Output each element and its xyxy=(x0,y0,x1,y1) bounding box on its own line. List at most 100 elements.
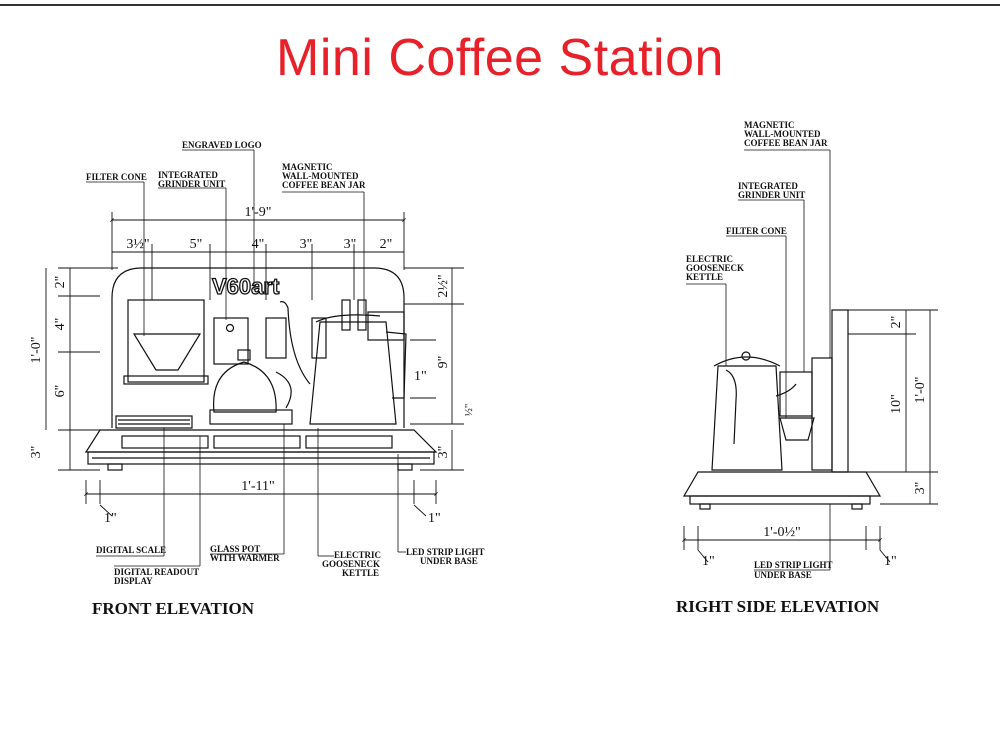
gooseneck-kettle xyxy=(309,321,397,425)
front-label-grinder-2: GRINDER UNIT xyxy=(158,179,225,189)
dim-seg-5: 3" xyxy=(344,237,357,252)
side-kettle-body xyxy=(711,365,783,471)
side-label-kettle-3: KETTLE xyxy=(686,272,723,282)
led-strip xyxy=(87,451,435,465)
side-grinder xyxy=(779,371,813,417)
side-dim-middle: 10" xyxy=(889,394,904,414)
front-elevation xyxy=(84,267,438,471)
foot-left xyxy=(107,463,123,471)
front-label-engraved-logo: ENGRAVED LOGO xyxy=(182,140,262,150)
side-kettle-spout xyxy=(775,383,797,397)
side-label-kettle-1: ELECTRIC xyxy=(686,254,733,264)
side-label-bean-jar-1: MAGNETIC xyxy=(744,120,795,130)
dim-seg-6: 2" xyxy=(380,237,393,252)
dim-left-base: 3" xyxy=(29,446,44,459)
dim-overhang-right: 1" xyxy=(428,511,441,526)
bean-jar xyxy=(367,311,405,341)
side-filter-cone xyxy=(779,417,815,441)
side-dim-base: 3" xyxy=(913,482,928,495)
glass-pot xyxy=(212,361,277,413)
side-label-bean-jar-2: WALL-MOUNTED xyxy=(744,129,821,139)
side-label-bean-jar-3: COFFEE BEAN JAR xyxy=(744,138,828,148)
filter-cone-drip-tray xyxy=(123,375,209,385)
front-leaders xyxy=(86,149,406,567)
front-label-readout-1: DIGITAL READOUT xyxy=(114,567,199,577)
dim-right-tiny: ½" xyxy=(463,404,475,417)
dim-seg-2: 5" xyxy=(190,237,203,252)
front-dimension-texts: 1'-9" 3½" 5" 4" 3" 3" 2" 1'-0" 2" 4" 6" … xyxy=(29,205,475,526)
side-dim-depth: 1'-0½" xyxy=(763,525,800,540)
side-dimensions xyxy=(682,309,938,563)
front-label-grinder-1: INTEGRATED xyxy=(158,170,218,180)
dim-right-base: 3" xyxy=(436,446,451,459)
side-label-filter-cone: FILTER CONE xyxy=(726,226,787,236)
front-label-bean-jar-1: MAGNETIC xyxy=(282,162,333,172)
dim-left-part-3: 6" xyxy=(53,385,68,398)
filter-cone-icon xyxy=(132,333,202,371)
front-dimensions xyxy=(45,212,464,517)
back-slot-2 xyxy=(311,317,327,359)
side-base-platform xyxy=(682,471,882,497)
glass-pot-warmer xyxy=(209,409,293,425)
dim-right-small: 1" xyxy=(414,369,427,384)
front-label-kettle-3: KETTLE xyxy=(342,568,379,578)
dim-overall-top: 1'-9" xyxy=(245,205,272,220)
side-labels: MAGNETIC WALL-MOUNTED COFFEE BEAN JAR IN… xyxy=(686,120,833,580)
page-title: Mini Coffee Station xyxy=(276,29,724,87)
dim-seg-3: 4" xyxy=(252,237,265,252)
front-label-bean-jar-2: WALL-MOUNTED xyxy=(282,171,359,181)
front-labels: FILTER CONE INTEGRATED GRINDER UNIT ENGR… xyxy=(86,140,485,586)
dim-seg-1: 3½" xyxy=(126,237,149,252)
dim-right-top: 2½" xyxy=(436,274,451,297)
front-label-kettle-2: GOOSENECK xyxy=(322,559,380,569)
front-label-led-2: UNDER BASE xyxy=(420,556,478,566)
dim-overall-bottom: 1'-11" xyxy=(241,479,274,494)
side-label-kettle-2: GOOSENECK xyxy=(686,263,744,273)
front-label-led-1: LED STRIP LIGHT xyxy=(406,547,485,557)
front-elevation-caption: FRONT ELEVATION xyxy=(92,599,255,618)
gooseneck-handle xyxy=(385,331,407,399)
front-label-glass-pot-1: GLASS POT xyxy=(210,544,260,554)
front-label-digital-scale: DIGITAL SCALE xyxy=(96,545,166,555)
dim-right-mid: 9" xyxy=(436,356,451,369)
dim-left-part-1: 2" xyxy=(53,276,68,289)
base-panel-1 xyxy=(121,435,209,449)
side-label-led-2: UNDER BASE xyxy=(754,570,812,580)
front-label-bean-jar-3: COFFEE BEAN JAR xyxy=(282,180,366,190)
front-label-readout-2: DISPLAY xyxy=(114,576,153,586)
side-dim-overhang-left: 1" xyxy=(702,554,715,569)
side-dimension-texts: 2" 10" 1'-0" 3" 1'-0½" 1" 1" xyxy=(702,316,928,569)
engraved-logo-text: V60art xyxy=(212,274,280,299)
side-dim-overall: 1'-0" xyxy=(913,377,928,404)
top-rule xyxy=(0,4,1000,6)
glass-pot-lid xyxy=(237,349,251,361)
side-label-grinder-2: GRINDER UNIT xyxy=(738,190,805,200)
base-platform xyxy=(84,429,438,453)
dim-seg-4: 3" xyxy=(300,237,313,252)
filter-cone-holder xyxy=(127,299,205,383)
glass-pot-handle xyxy=(275,371,292,409)
side-elevation xyxy=(682,309,882,510)
front-label-glass-pot-2: WITH WARMER xyxy=(210,553,280,563)
gooseneck-spout xyxy=(279,301,311,385)
back-slot-1 xyxy=(265,317,287,359)
side-label-grinder-1: INTEGRATED xyxy=(738,181,798,191)
base-panel-3 xyxy=(305,435,393,449)
digital-scale xyxy=(115,415,193,429)
side-dim-overhang-right: 1" xyxy=(884,554,897,569)
backsplash-panel xyxy=(111,267,405,428)
side-foot-left xyxy=(699,503,711,510)
base-panel-2 xyxy=(213,435,301,449)
side-foot-right xyxy=(851,503,863,510)
dim-overhang-left: 1" xyxy=(104,511,117,526)
side-leaders xyxy=(686,149,831,571)
side-kettle-knob xyxy=(741,351,751,361)
dim-left-part-2: 4" xyxy=(53,318,68,331)
grinder-unit xyxy=(213,317,249,365)
side-elevation-caption: RIGHT SIDE ELEVATION xyxy=(676,597,880,616)
grinder-knob xyxy=(225,323,235,333)
side-dim-top: 2" xyxy=(889,316,904,329)
side-wall-panel xyxy=(831,309,849,473)
side-kettle-handle xyxy=(725,369,737,445)
